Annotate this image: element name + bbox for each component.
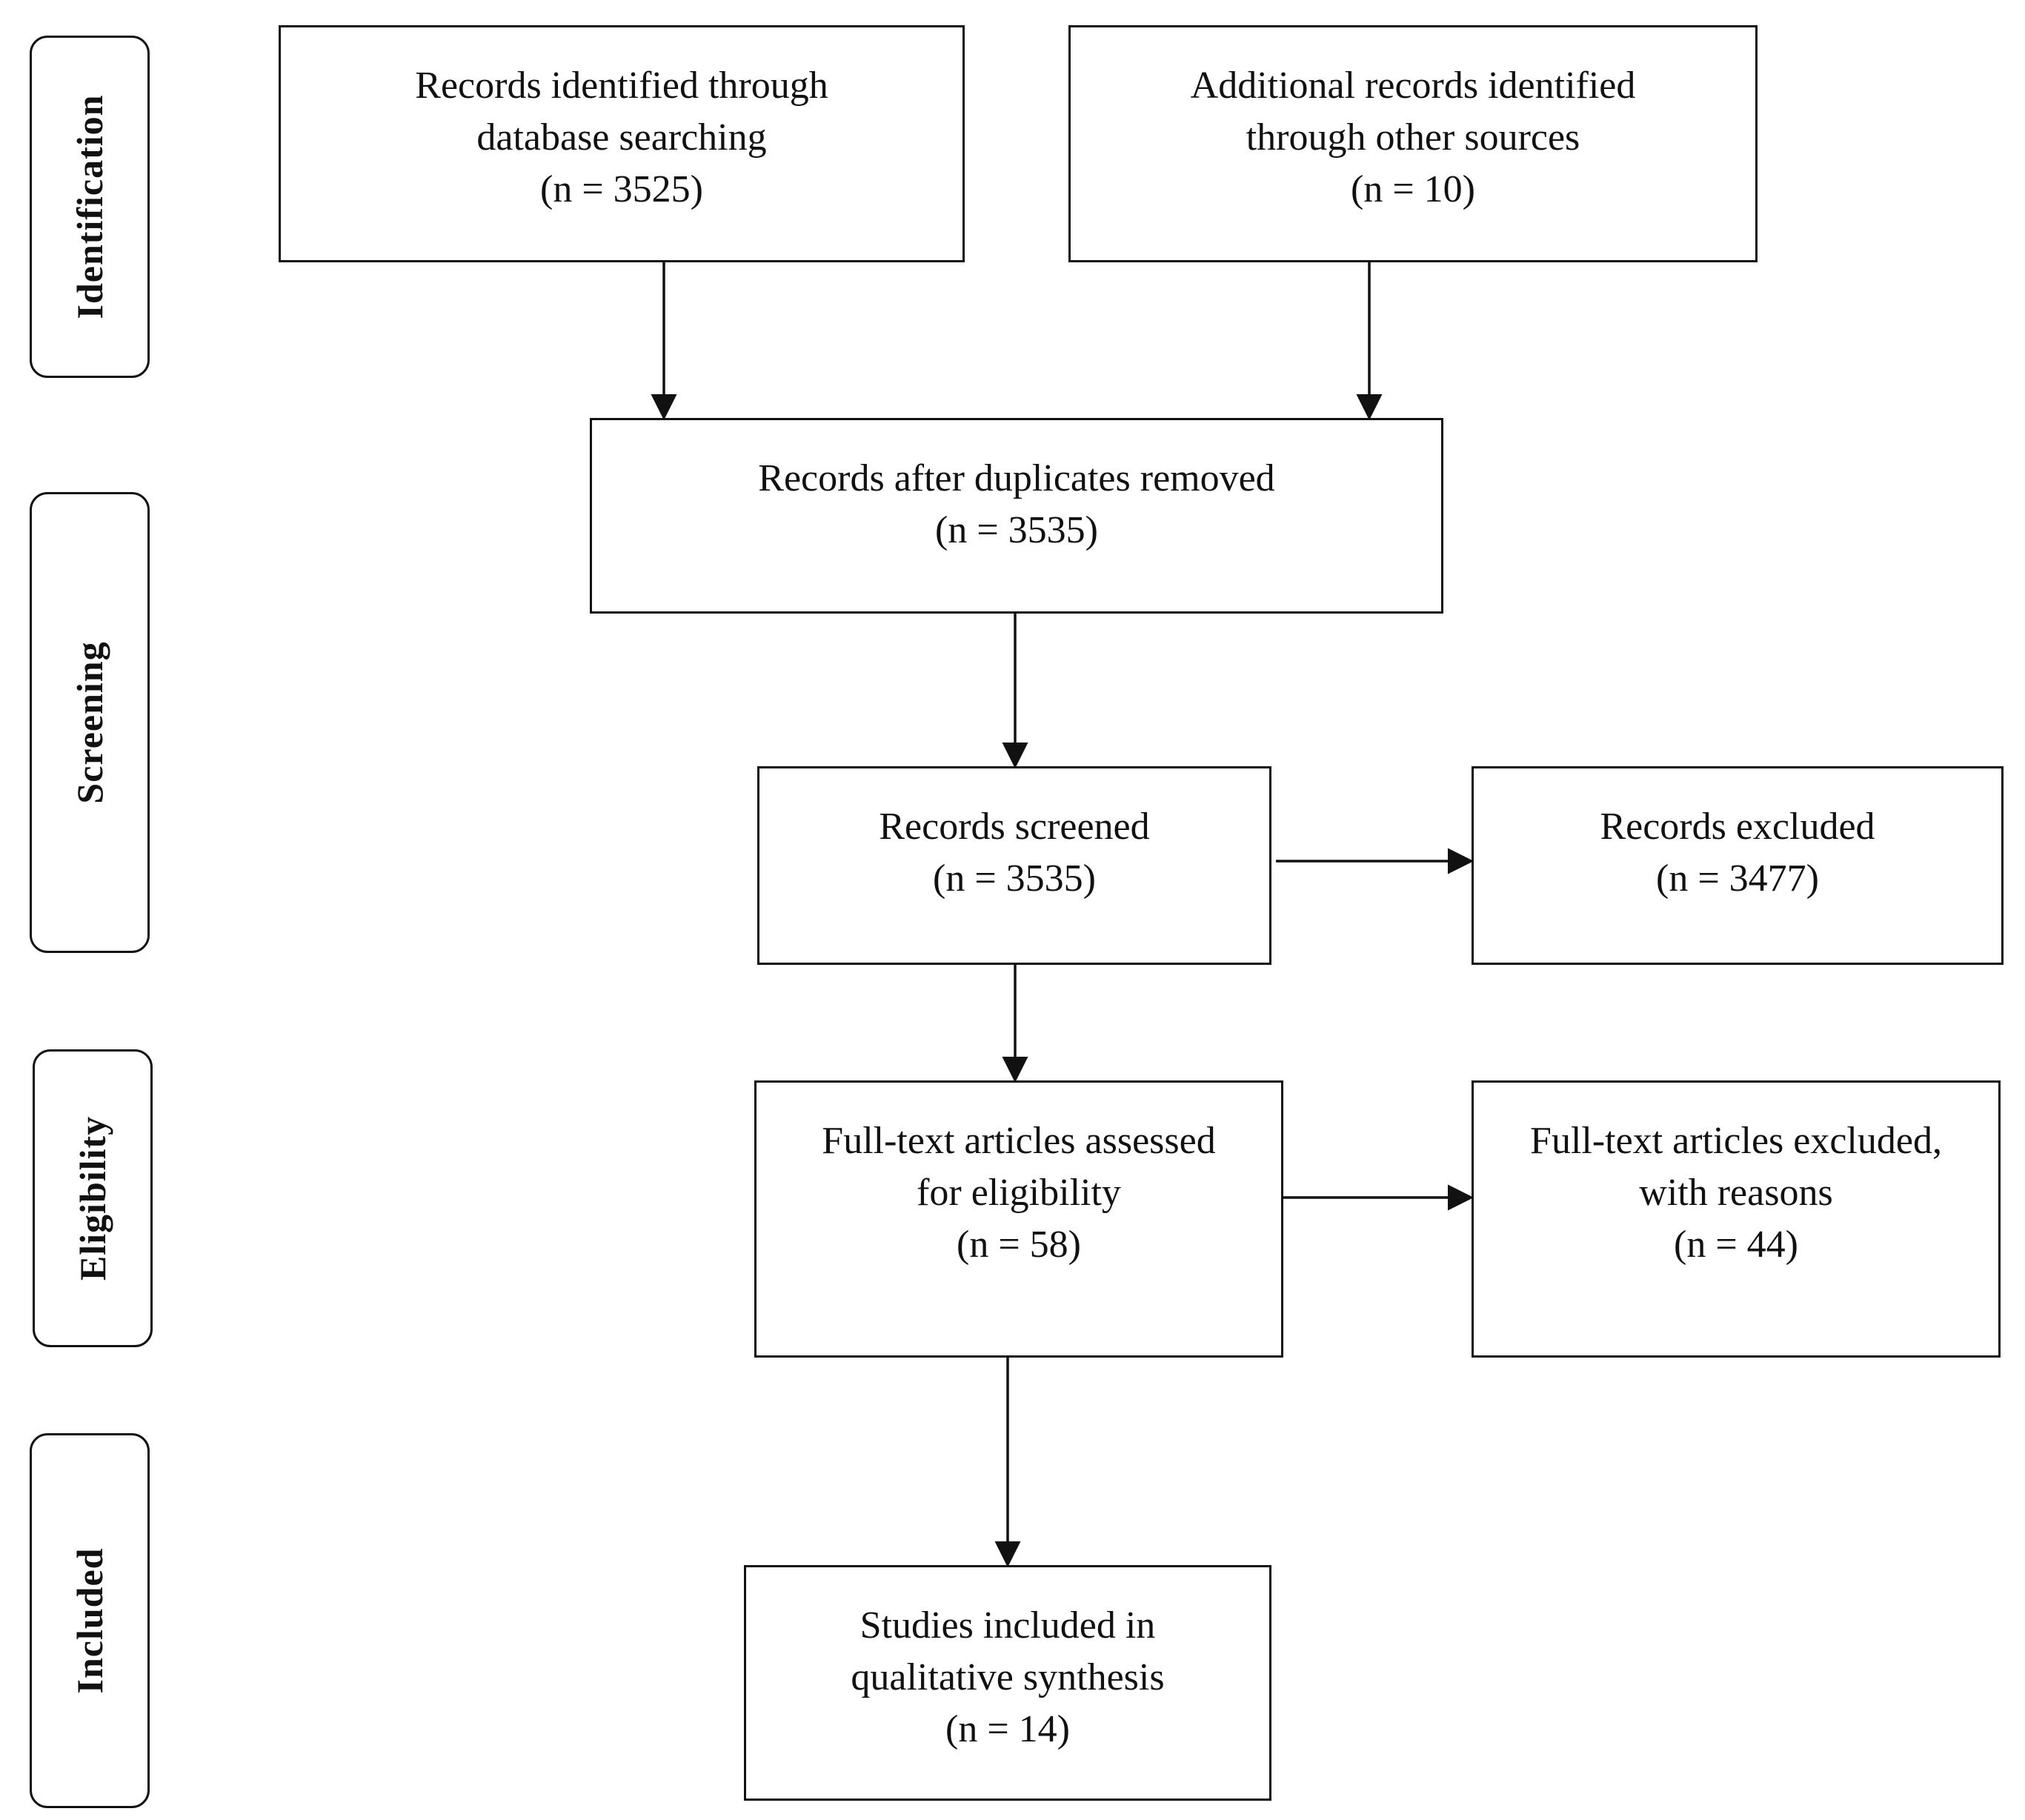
box-other-sources-line1: Additional records identified — [1190, 64, 1636, 107]
box-records-excluded: Records excluded (n = 3477) — [1472, 766, 2004, 965]
box-studies-included: Studies included in qualitative synthesi… — [744, 1565, 1271, 1801]
box-duplicates-count: (n = 3535) — [935, 509, 1098, 551]
box-screened-line1: Records screened — [879, 806, 1150, 848]
stage-screening: Screening — [30, 492, 150, 953]
box-included-line1: Studies included in — [859, 1604, 1156, 1647]
stage-identification: Identification — [30, 36, 150, 378]
box-database-line1: Records identified through — [415, 64, 828, 107]
box-fulltext-excluded-line2: with reasons — [1639, 1172, 1833, 1214]
box-database-records: Records identified through database sear… — [279, 25, 965, 262]
box-fulltext-assessed: Full-text articles assessed for eligibil… — [754, 1080, 1283, 1358]
box-included-line2: qualitative synthesis — [851, 1656, 1165, 1698]
box-database-count: (n = 3525) — [540, 168, 703, 210]
box-database-line2: database searching — [476, 116, 767, 159]
box-fulltext-assessed-count: (n = 58) — [957, 1223, 1081, 1266]
box-fulltext-assessed-line1: Full-text articles assessed — [822, 1120, 1216, 1162]
box-fulltext-excluded: Full-text articles excluded, with reason… — [1472, 1080, 2001, 1358]
box-included-count: (n = 14) — [945, 1708, 1070, 1750]
box-duplicates-line1: Records after duplicates removed — [758, 457, 1275, 499]
box-excluded-line1: Records excluded — [1600, 806, 1875, 848]
stage-eligibility: Eligibility — [33, 1049, 153, 1347]
box-duplicates-removed: Records after duplicates removed (n = 35… — [590, 418, 1443, 614]
box-screened-count: (n = 3535) — [933, 857, 1096, 900]
box-fulltext-assessed-line2: for eligibility — [917, 1172, 1121, 1214]
box-other-sources-line2: through other sources — [1246, 116, 1580, 159]
box-other-sources-count: (n = 10) — [1351, 168, 1475, 210]
box-other-sources: Additional records identified through ot… — [1068, 25, 1758, 262]
box-fulltext-excluded-line1: Full-text articles excluded, — [1530, 1120, 1942, 1162]
box-excluded-count: (n = 3477) — [1656, 857, 1819, 900]
box-fulltext-excluded-count: (n = 44) — [1674, 1223, 1798, 1266]
stage-included: Included — [30, 1433, 150, 1808]
box-records-screened: Records screened (n = 3535) — [757, 766, 1271, 965]
